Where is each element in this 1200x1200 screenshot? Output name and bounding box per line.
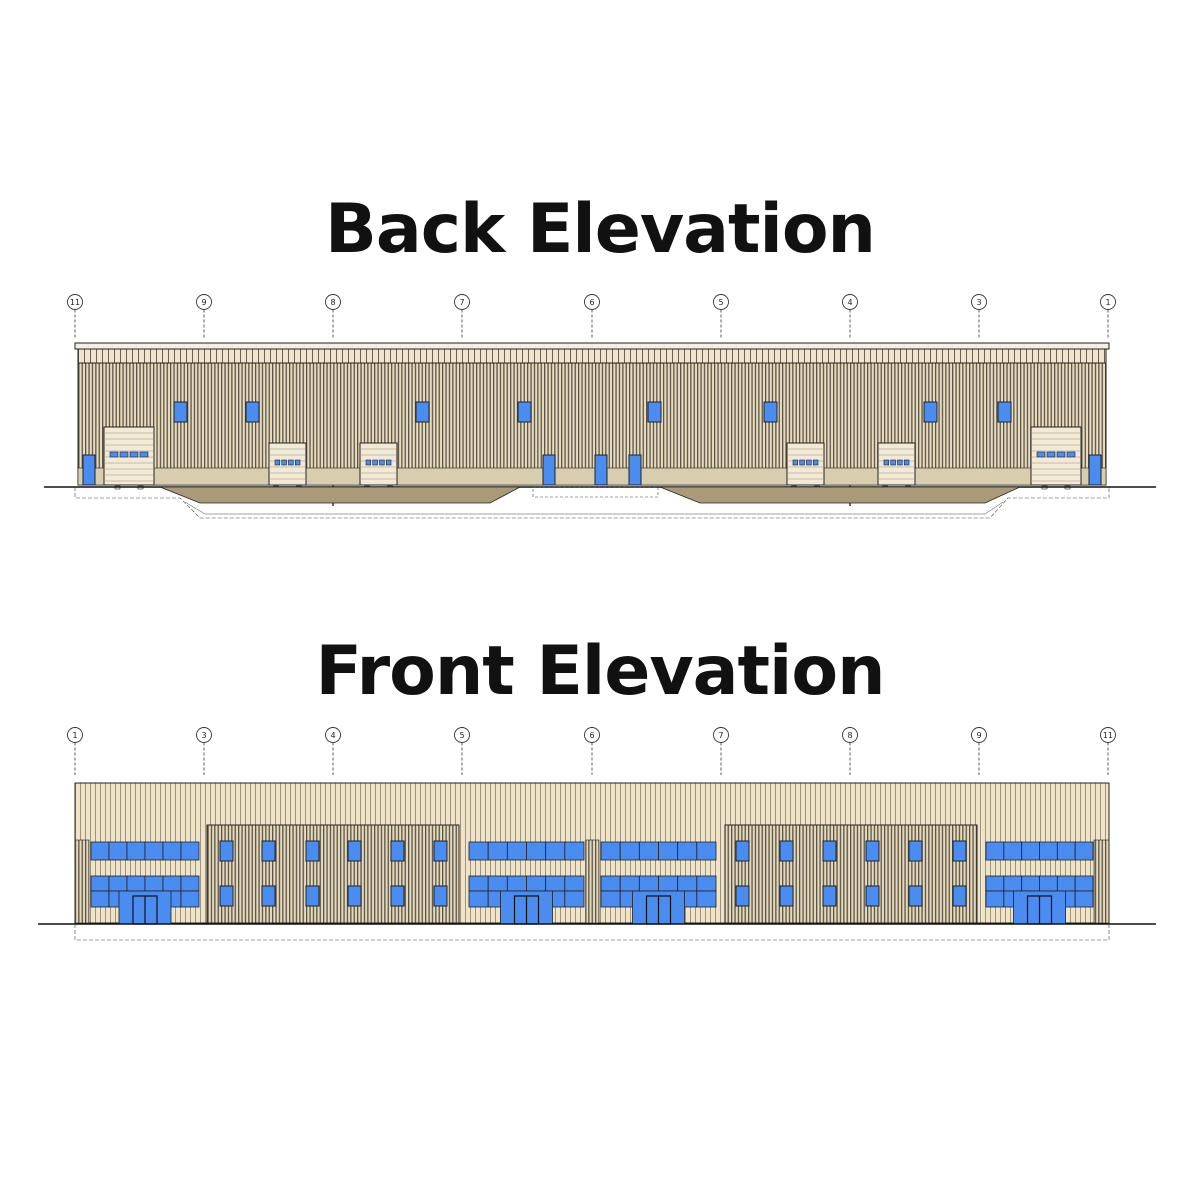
punched-window <box>908 840 923 862</box>
back-high-windows <box>173 401 1012 423</box>
personnel-door <box>82 454 96 486</box>
grid-label: 8 <box>847 731 852 740</box>
front-punched-windows <box>219 840 967 907</box>
punched-window <box>779 885 794 907</box>
back-base-band <box>77 467 1107 486</box>
punched-window <box>433 840 448 862</box>
high-window <box>517 401 532 423</box>
high-window <box>173 401 188 423</box>
grid-label: 5 <box>718 298 723 307</box>
back-personnel-doors <box>82 454 1102 506</box>
front-dark-pier-1 <box>74 839 90 924</box>
punched-window <box>219 840 234 862</box>
grid-label: 11 <box>70 298 80 307</box>
grid-label: 4 <box>330 731 335 740</box>
personnel-door <box>1088 454 1102 486</box>
high-window <box>997 401 1012 423</box>
punched-window <box>735 840 750 862</box>
grid-label: 9 <box>201 298 206 307</box>
front-dark-panel-right <box>724 824 978 924</box>
front-gridlines: 1 3 4 5 6 7 8 9 11 <box>67 727 1116 775</box>
front-dark-panel-left <box>206 824 460 924</box>
high-window <box>923 401 938 423</box>
punched-window <box>261 885 276 907</box>
storefront <box>600 841 717 925</box>
punched-window <box>908 885 923 907</box>
loading-door <box>103 426 155 490</box>
back-loading-doors <box>103 426 1082 490</box>
back-elevation-drawing: 11 9 8 7 6 5 4 3 1 <box>44 294 1156 519</box>
punched-window <box>822 885 837 907</box>
grid-label: 3 <box>201 731 206 740</box>
loading-door <box>268 442 307 490</box>
grid-label: 11 <box>1103 731 1113 740</box>
punched-window <box>433 885 448 907</box>
punched-window <box>390 885 405 907</box>
grid-label: 4 <box>847 298 852 307</box>
back-loading-well-left <box>159 486 521 504</box>
punched-window <box>305 885 320 907</box>
front-foundation-outline <box>74 924 1110 941</box>
punched-window <box>865 885 880 907</box>
grid-label: 5 <box>459 731 464 740</box>
loading-door <box>359 442 398 490</box>
storefront <box>90 841 200 925</box>
loading-door <box>1030 426 1082 490</box>
grid-label: 8 <box>330 298 335 307</box>
high-window <box>415 401 430 423</box>
back-fascia <box>77 348 1107 364</box>
high-window <box>647 401 662 423</box>
loading-door <box>786 442 825 490</box>
grid-label: 3 <box>976 298 981 307</box>
back-elevation-title: Back Elevation <box>325 190 876 269</box>
front-dark-pier-3 <box>1093 839 1110 924</box>
grid-label: 6 <box>589 298 594 307</box>
front-elevation-drawing: 1 3 4 5 6 7 8 9 11 <box>38 727 1156 941</box>
back-wall-cladding <box>77 362 1107 486</box>
punched-window <box>952 840 967 862</box>
grid-label: 1 <box>1105 298 1110 307</box>
high-window <box>245 401 260 423</box>
front-elevation-title: Front Elevation <box>315 632 886 711</box>
loading-door <box>877 442 916 490</box>
punched-window <box>952 885 967 907</box>
grid-label: 6 <box>589 731 594 740</box>
back-loading-well-right <box>659 486 1021 504</box>
punched-window <box>822 840 837 862</box>
punched-window <box>865 840 880 862</box>
back-parapet <box>74 342 1110 350</box>
back-foundation-outline-inner <box>184 501 1004 515</box>
storefront <box>468 841 585 925</box>
back-foundation-outline <box>74 487 1110 519</box>
high-window <box>763 401 778 423</box>
punched-window <box>347 840 362 862</box>
personnel-door <box>542 454 556 486</box>
personnel-door <box>628 454 642 486</box>
front-storefront-glazing <box>90 841 1094 925</box>
back-ramp-center <box>532 486 659 498</box>
front-dark-pier-2 <box>585 839 600 924</box>
punched-window <box>779 840 794 862</box>
grid-label: 7 <box>459 298 464 307</box>
punched-window <box>305 840 320 862</box>
grid-label: 1 <box>72 731 77 740</box>
back-gridlines: 11 9 8 7 6 5 4 3 1 <box>67 294 1116 338</box>
punched-window <box>347 885 362 907</box>
punched-window <box>261 840 276 862</box>
punched-window <box>390 840 405 862</box>
personnel-door <box>594 454 608 486</box>
punched-window <box>735 885 750 907</box>
grid-label: 9 <box>976 731 981 740</box>
grid-label: 7 <box>718 731 723 740</box>
punched-window <box>219 885 234 907</box>
